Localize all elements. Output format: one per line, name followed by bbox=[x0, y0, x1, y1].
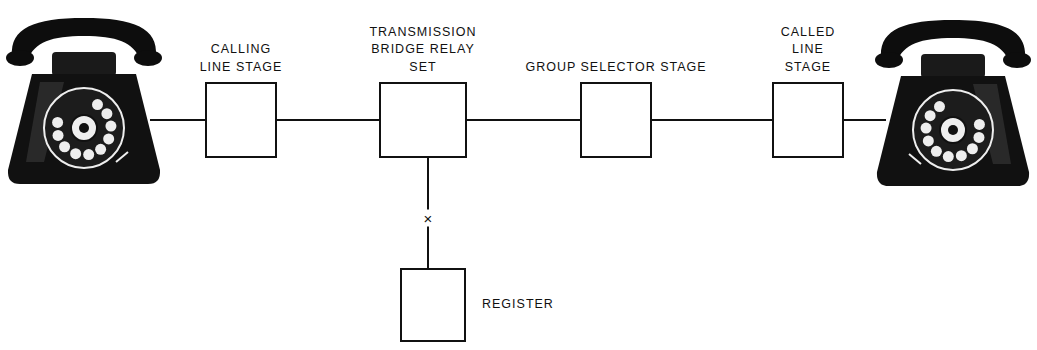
stage-box: CALLED LINE STAGE bbox=[772, 82, 844, 158]
stage-label: GROUP SELECTOR STAGE bbox=[511, 59, 721, 77]
stage-label: REGISTER bbox=[482, 296, 554, 314]
called-telephone bbox=[875, 20, 1031, 186]
subscriber-line bbox=[150, 119, 207, 121]
stage-box: REGISTER bbox=[400, 268, 466, 342]
stage-label: TRANSMISSION BRIDGE RELAY SET bbox=[365, 24, 481, 77]
subscriber-line bbox=[843, 119, 886, 121]
junction-line bbox=[276, 119, 380, 121]
junction-line bbox=[466, 119, 581, 121]
stage-box: GROUP SELECTOR STAGE bbox=[580, 82, 652, 158]
stage-box: TRANSMISSION BRIDGE RELAY SET bbox=[379, 82, 467, 158]
stage-box: CALLING LINE STAGE bbox=[205, 82, 277, 158]
stage-label: CALLED LINE STAGE bbox=[772, 24, 844, 77]
stage-label: CALLING LINE STAGE bbox=[195, 41, 287, 76]
junction-line bbox=[651, 119, 773, 121]
crosspoint-mark: × bbox=[421, 210, 436, 227]
calling-telephone bbox=[6, 18, 162, 184]
